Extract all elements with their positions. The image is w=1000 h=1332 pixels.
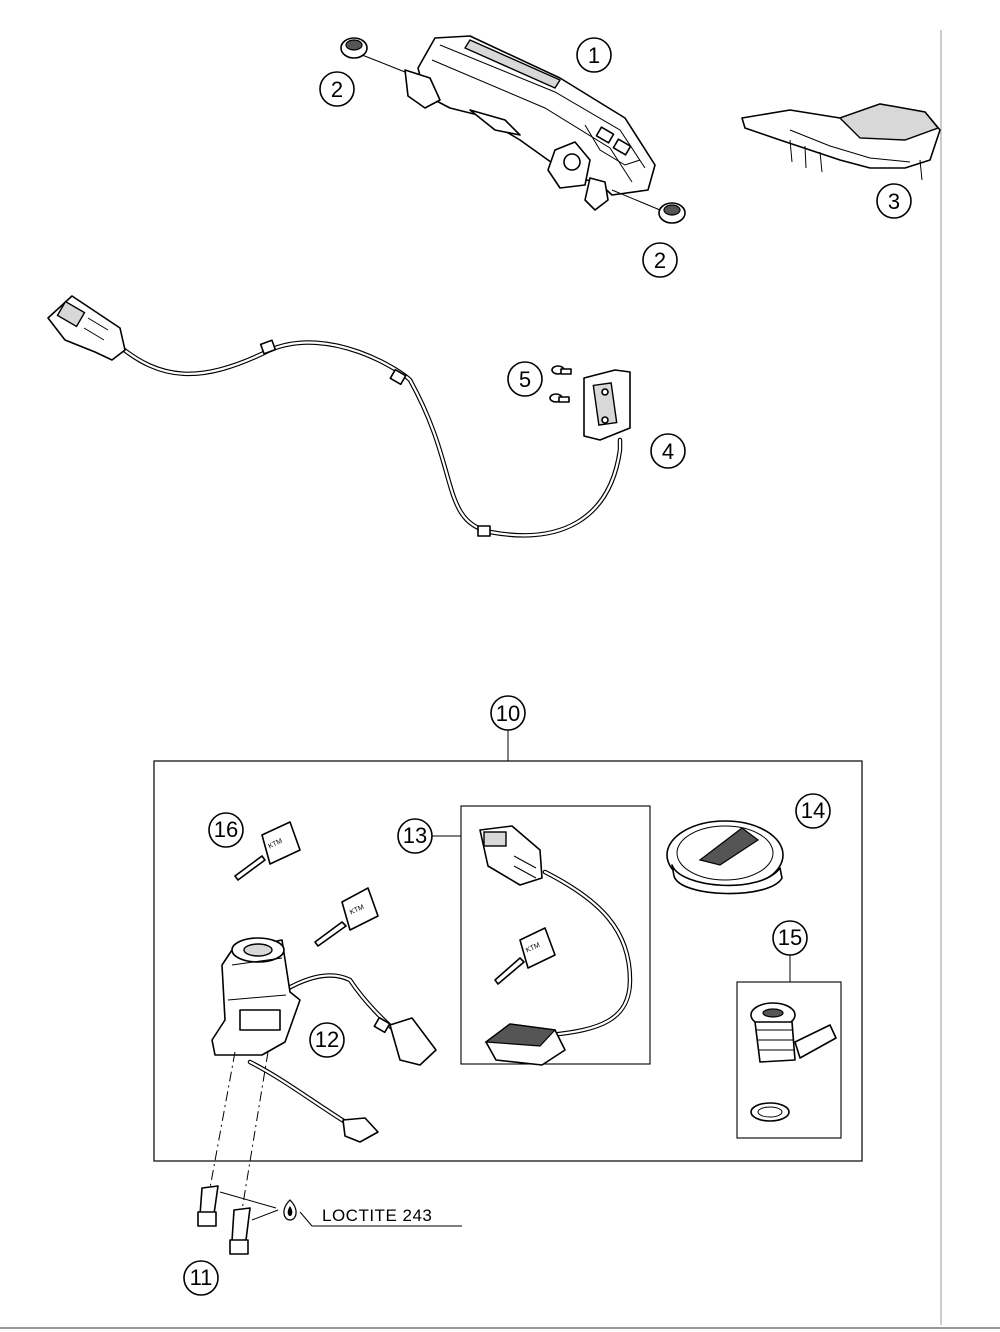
loctite-label: LOCTITE 243: [322, 1206, 432, 1225]
callout-1[interactable]: 1: [576, 37, 612, 73]
callout-11-number: 11: [190, 1265, 213, 1290]
callout-5-number: 5: [519, 367, 531, 392]
kit-13-frame: [460, 805, 651, 1065]
part-screws[interactable]: [549, 365, 572, 403]
callout-14[interactable]: 14: [795, 793, 831, 829]
part-fuel-cap[interactable]: [666, 820, 784, 895]
part-ignition-lock[interactable]: [211, 937, 437, 1143]
callout-4-number: 4: [662, 439, 674, 464]
part-cluster-cover[interactable]: [741, 103, 941, 181]
callout-15[interactable]: 15: [772, 920, 808, 956]
callout-13-number: 13: [403, 823, 427, 848]
callout-4[interactable]: 4: [650, 433, 686, 469]
part-grommet-top[interactable]: [340, 37, 381, 63]
callout-15-number: 15: [778, 925, 802, 950]
callout-10[interactable]: 10: [490, 695, 526, 731]
part-ignition-screws[interactable]: [197, 1051, 269, 1255]
part-key-16[interactable]: KTM: [234, 821, 301, 881]
part-key-ignition[interactable]: KTM: [314, 887, 379, 947]
loctite-marker: [219, 1191, 462, 1227]
kit-15-frame: [736, 955, 842, 1139]
callout-13[interactable]: 13: [397, 818, 461, 854]
part-tank-lock[interactable]: [750, 1002, 837, 1122]
callout-11[interactable]: 11: [183, 1260, 219, 1296]
part-wiring-harness[interactable]: [47, 295, 631, 538]
callout-3[interactable]: 3: [876, 183, 912, 219]
callout-16[interactable]: 16: [208, 812, 244, 848]
part-transponder-cable[interactable]: KTM: [479, 825, 633, 1066]
callout-10-number: 10: [496, 701, 520, 726]
callout-5[interactable]: 5: [507, 361, 543, 397]
part-grommet-bottom[interactable]: [658, 202, 686, 224]
callout-12[interactable]: 12: [309, 1022, 345, 1058]
callout-2-bottom[interactable]: 2: [642, 242, 678, 278]
kit-10-frame: [153, 730, 863, 1162]
callout-2-top-number: 2: [331, 77, 343, 102]
callout-14-number: 14: [801, 798, 825, 823]
part-instrument-cluster[interactable]: [379, 35, 661, 211]
callout-2-top[interactable]: 2: [319, 71, 355, 107]
callout-3-number: 3: [888, 189, 900, 214]
callout-16-number: 16: [214, 817, 238, 842]
callout-12-number: 12: [315, 1027, 339, 1052]
callout-1-number: 1: [588, 43, 600, 68]
callout-2-bottom-number: 2: [654, 248, 666, 273]
